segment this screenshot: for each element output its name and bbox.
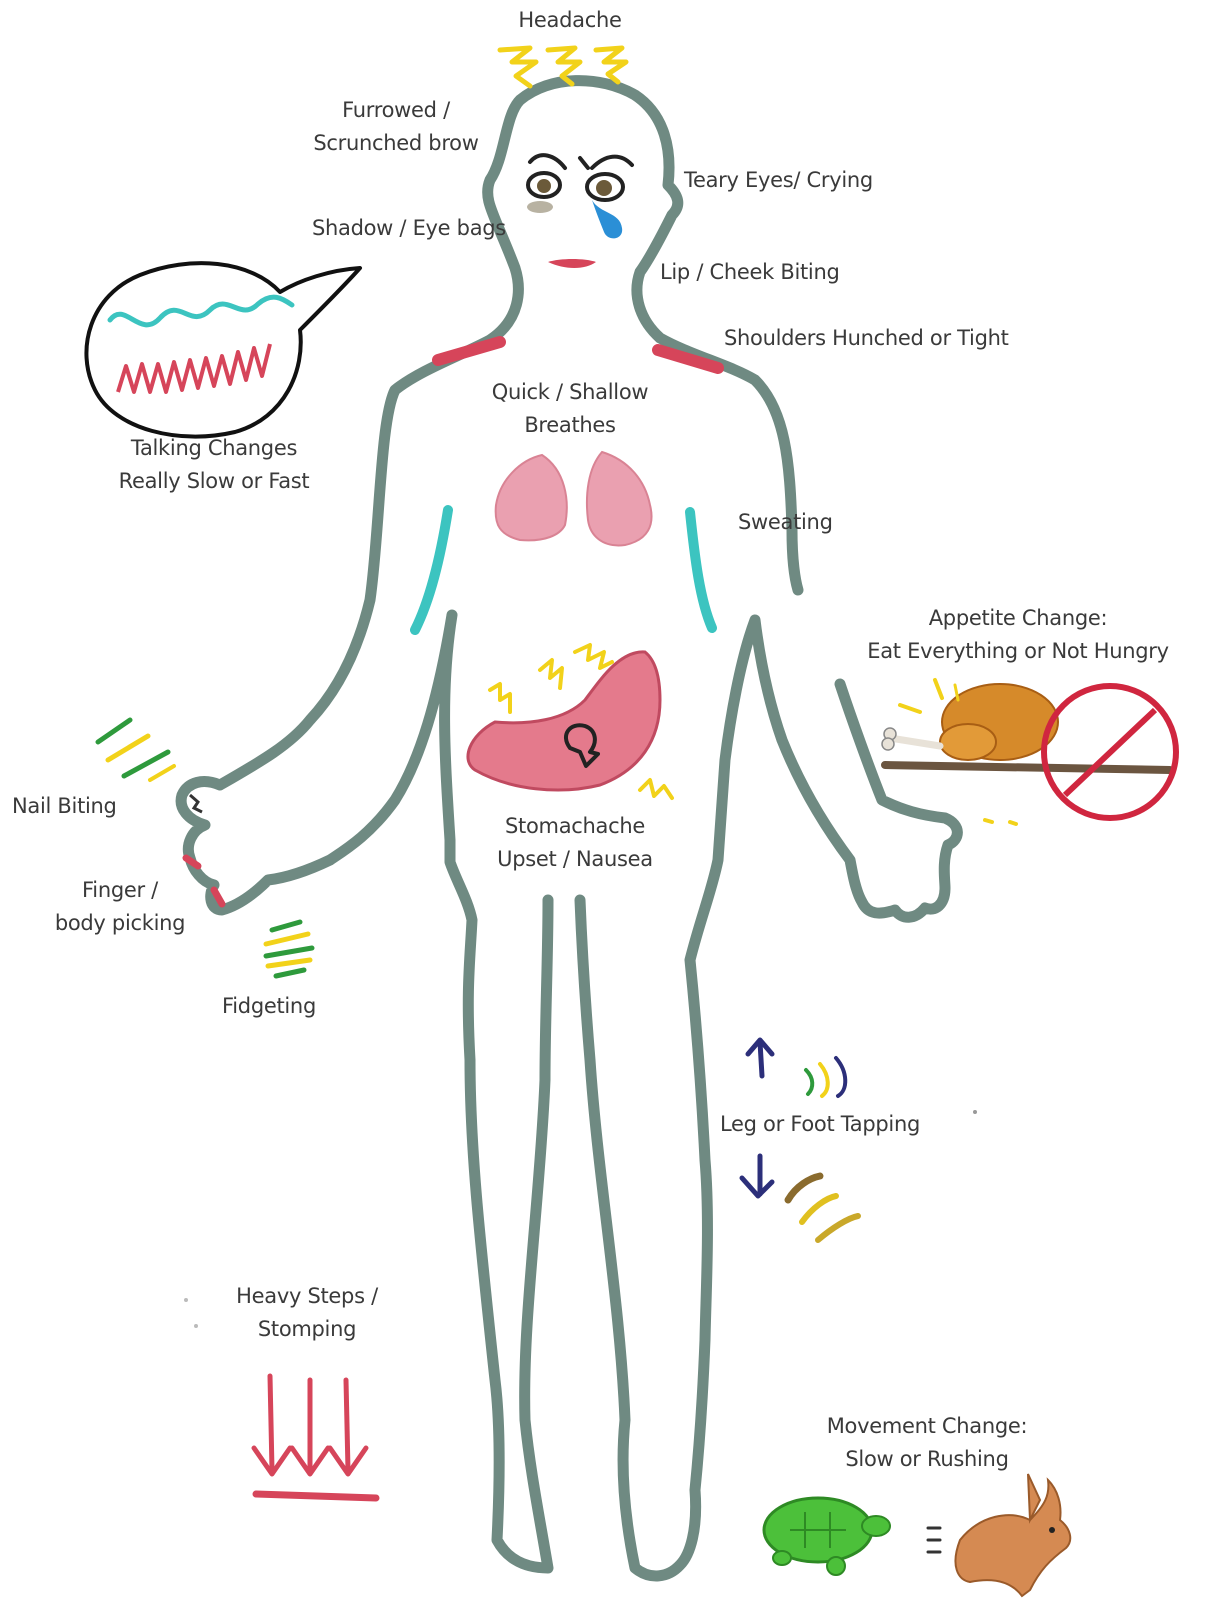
label-sweating: Sweating xyxy=(738,506,833,539)
label-teary-eyes: Teary Eyes/ Crying xyxy=(684,164,873,197)
label-heavy-steps: Heavy Steps / Stomping xyxy=(214,1280,400,1346)
speed-lines xyxy=(928,1528,940,1552)
turtle-icon xyxy=(764,1498,890,1575)
label-headache: Headache xyxy=(500,4,640,37)
label-finger-picking: Finger / body picking xyxy=(36,874,204,940)
label-breathing: Quick / Shallow Breathes xyxy=(470,376,670,442)
no-sign-icon xyxy=(1044,686,1176,818)
up-arrow-icon xyxy=(748,1040,772,1076)
eye-shadow-mark xyxy=(527,201,553,213)
roast-turkey-icon xyxy=(882,680,1170,824)
left-sweat-mark xyxy=(415,510,448,630)
label-lip-biting: Lip / Cheek Biting xyxy=(660,256,840,289)
lungs-icon xyxy=(496,452,652,545)
speck xyxy=(194,1324,198,1328)
nail-bite-marks xyxy=(190,795,202,812)
speck xyxy=(184,1298,188,1302)
label-movement-change: Movement Change: Slow or Rushing xyxy=(812,1410,1042,1476)
tear-drop-icon xyxy=(592,200,622,238)
speech-bubble-icon xyxy=(86,263,360,436)
fidget-ball-icon xyxy=(266,922,312,976)
stomach-icon xyxy=(468,652,660,790)
down-arrow-icon xyxy=(742,1156,772,1196)
mouth-mark xyxy=(548,259,596,268)
label-fidgeting: Fidgeting xyxy=(222,990,316,1023)
tap-motion-top xyxy=(806,1058,845,1096)
tap-motion-bottom xyxy=(788,1176,858,1240)
right-sweat-mark xyxy=(690,512,712,628)
label-furrowed-brow: Furrowed / Scrunched brow xyxy=(292,94,500,160)
label-stomachache: Stomachache Upset / Nausea xyxy=(470,810,680,876)
label-talking-changes: Talking Changes Really Slow or Fast xyxy=(96,432,332,498)
label-appetite-change: Appetite Change: Eat Everything or Not H… xyxy=(850,602,1186,668)
label-eye-bags: Shadow / Eye bags xyxy=(312,212,506,245)
label-leg-tapping: Leg or Foot Tapping xyxy=(720,1108,920,1141)
rabbit-icon xyxy=(955,1474,1070,1596)
stomp-arrows-icon xyxy=(254,1376,376,1498)
label-nail-biting: Nail Biting xyxy=(12,790,117,823)
nail-biting-motion-marks xyxy=(98,720,174,780)
speck xyxy=(973,1110,977,1114)
label-shoulders: Shoulders Hunched or Tight xyxy=(724,322,1009,355)
angry-eyes-icon xyxy=(528,155,632,200)
